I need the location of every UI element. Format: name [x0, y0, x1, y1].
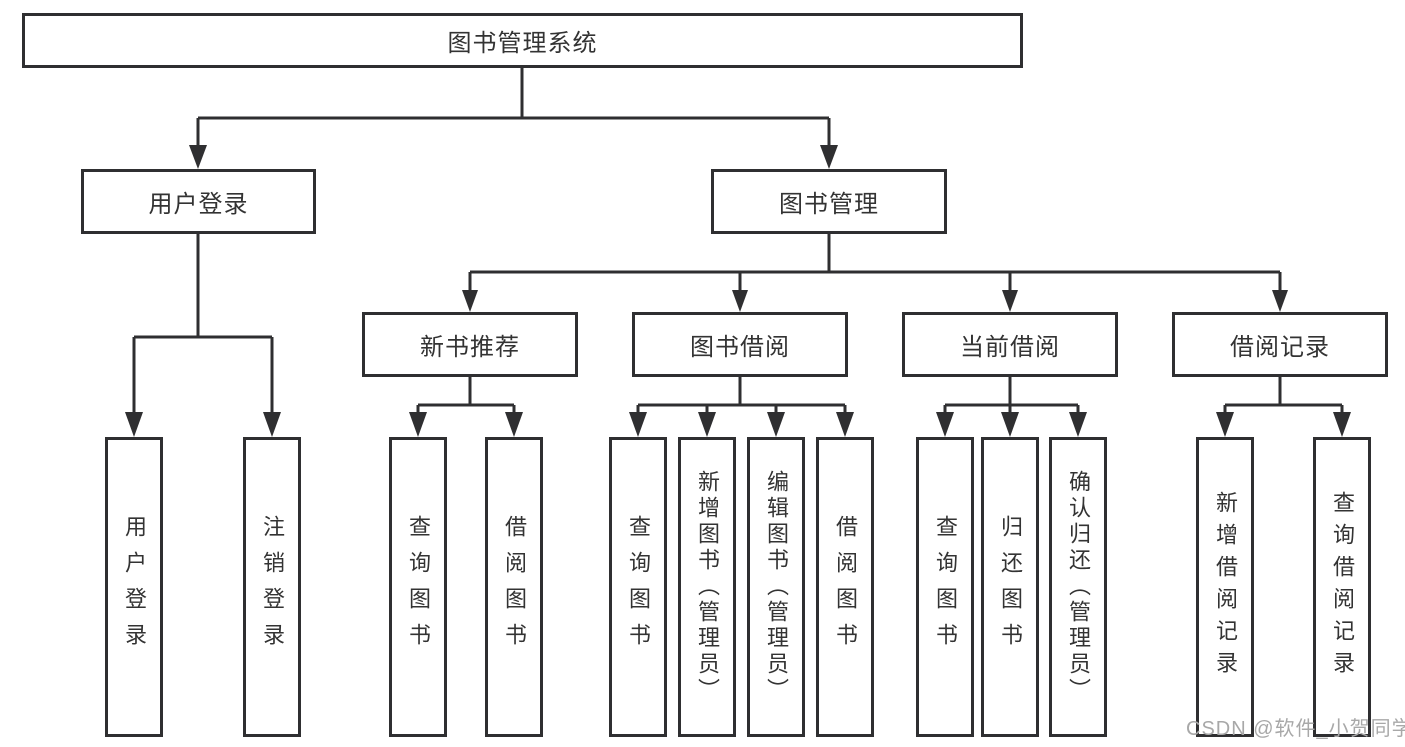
leaf-logout: 注销登录 [243, 437, 301, 737]
node-borrow-records: 借阅记录 [1172, 312, 1388, 377]
leaf-label: 归还图书 [998, 515, 1023, 659]
csdn-watermark: CSDN @软件_小贺同学 [1186, 718, 1405, 740]
node-book-management: 图书管理 [711, 169, 947, 234]
leaf-records-add-record: 新增借阅记录 [1196, 437, 1254, 737]
leaf-current-confirm-return-admin: 确认归还（管理员） [1049, 437, 1107, 737]
leaf-current-return-books: 归还图书 [981, 437, 1039, 737]
node-user-login: 用户登录 [81, 169, 316, 234]
node-new-book-recommend: 新书推荐 [362, 312, 578, 377]
node-root-label: 图书管理系统 [447, 30, 598, 57]
leaf-label: 查询图书 [626, 515, 651, 659]
leaf-label: 编辑图书（管理员） [764, 470, 789, 704]
node-book-borrow: 图书借阅 [632, 312, 848, 377]
leaf-label: 借阅图书 [833, 515, 858, 659]
leaf-recommend-borrow-books: 借阅图书 [485, 437, 543, 737]
node-user-login-label: 用户登录 [148, 191, 249, 218]
leaf-label: 确认归还（管理员） [1066, 470, 1091, 704]
node-book-borrow-label: 图书借阅 [690, 334, 790, 361]
leaf-recommend-query-books: 查询图书 [389, 437, 447, 737]
leaf-borrow-query-books: 查询图书 [609, 437, 667, 737]
leaf-label: 注销登录 [260, 515, 285, 659]
leaf-label: 新增图书（管理员） [695, 470, 720, 704]
leaf-label: 查询图书 [933, 515, 958, 659]
node-book-management-label: 图书管理 [779, 191, 879, 218]
leaf-borrow-add-books-admin: 新增图书（管理员） [678, 437, 736, 737]
leaf-label: 查询借阅记录 [1330, 491, 1355, 683]
leaf-borrow-edit-books-admin: 编辑图书（管理员） [747, 437, 805, 737]
node-current-borrow: 当前借阅 [902, 312, 1118, 377]
leaf-label: 借阅图书 [502, 515, 527, 659]
leaf-label: 新增借阅记录 [1213, 491, 1238, 683]
leaf-borrow-borrow-books: 借阅图书 [816, 437, 874, 737]
node-new-book-recommend-label: 新书推荐 [420, 334, 520, 361]
leaf-records-query-record: 查询借阅记录 [1313, 437, 1371, 737]
leaf-label: 用户登录 [122, 515, 147, 659]
leaf-user-login: 用户登录 [105, 437, 163, 737]
node-current-borrow-label: 当前借阅 [960, 334, 1060, 361]
node-borrow-records-label: 借阅记录 [1230, 334, 1330, 361]
leaf-current-query-books: 查询图书 [916, 437, 974, 737]
node-root: 图书管理系统 [22, 13, 1023, 68]
leaf-label: 查询图书 [406, 515, 431, 659]
